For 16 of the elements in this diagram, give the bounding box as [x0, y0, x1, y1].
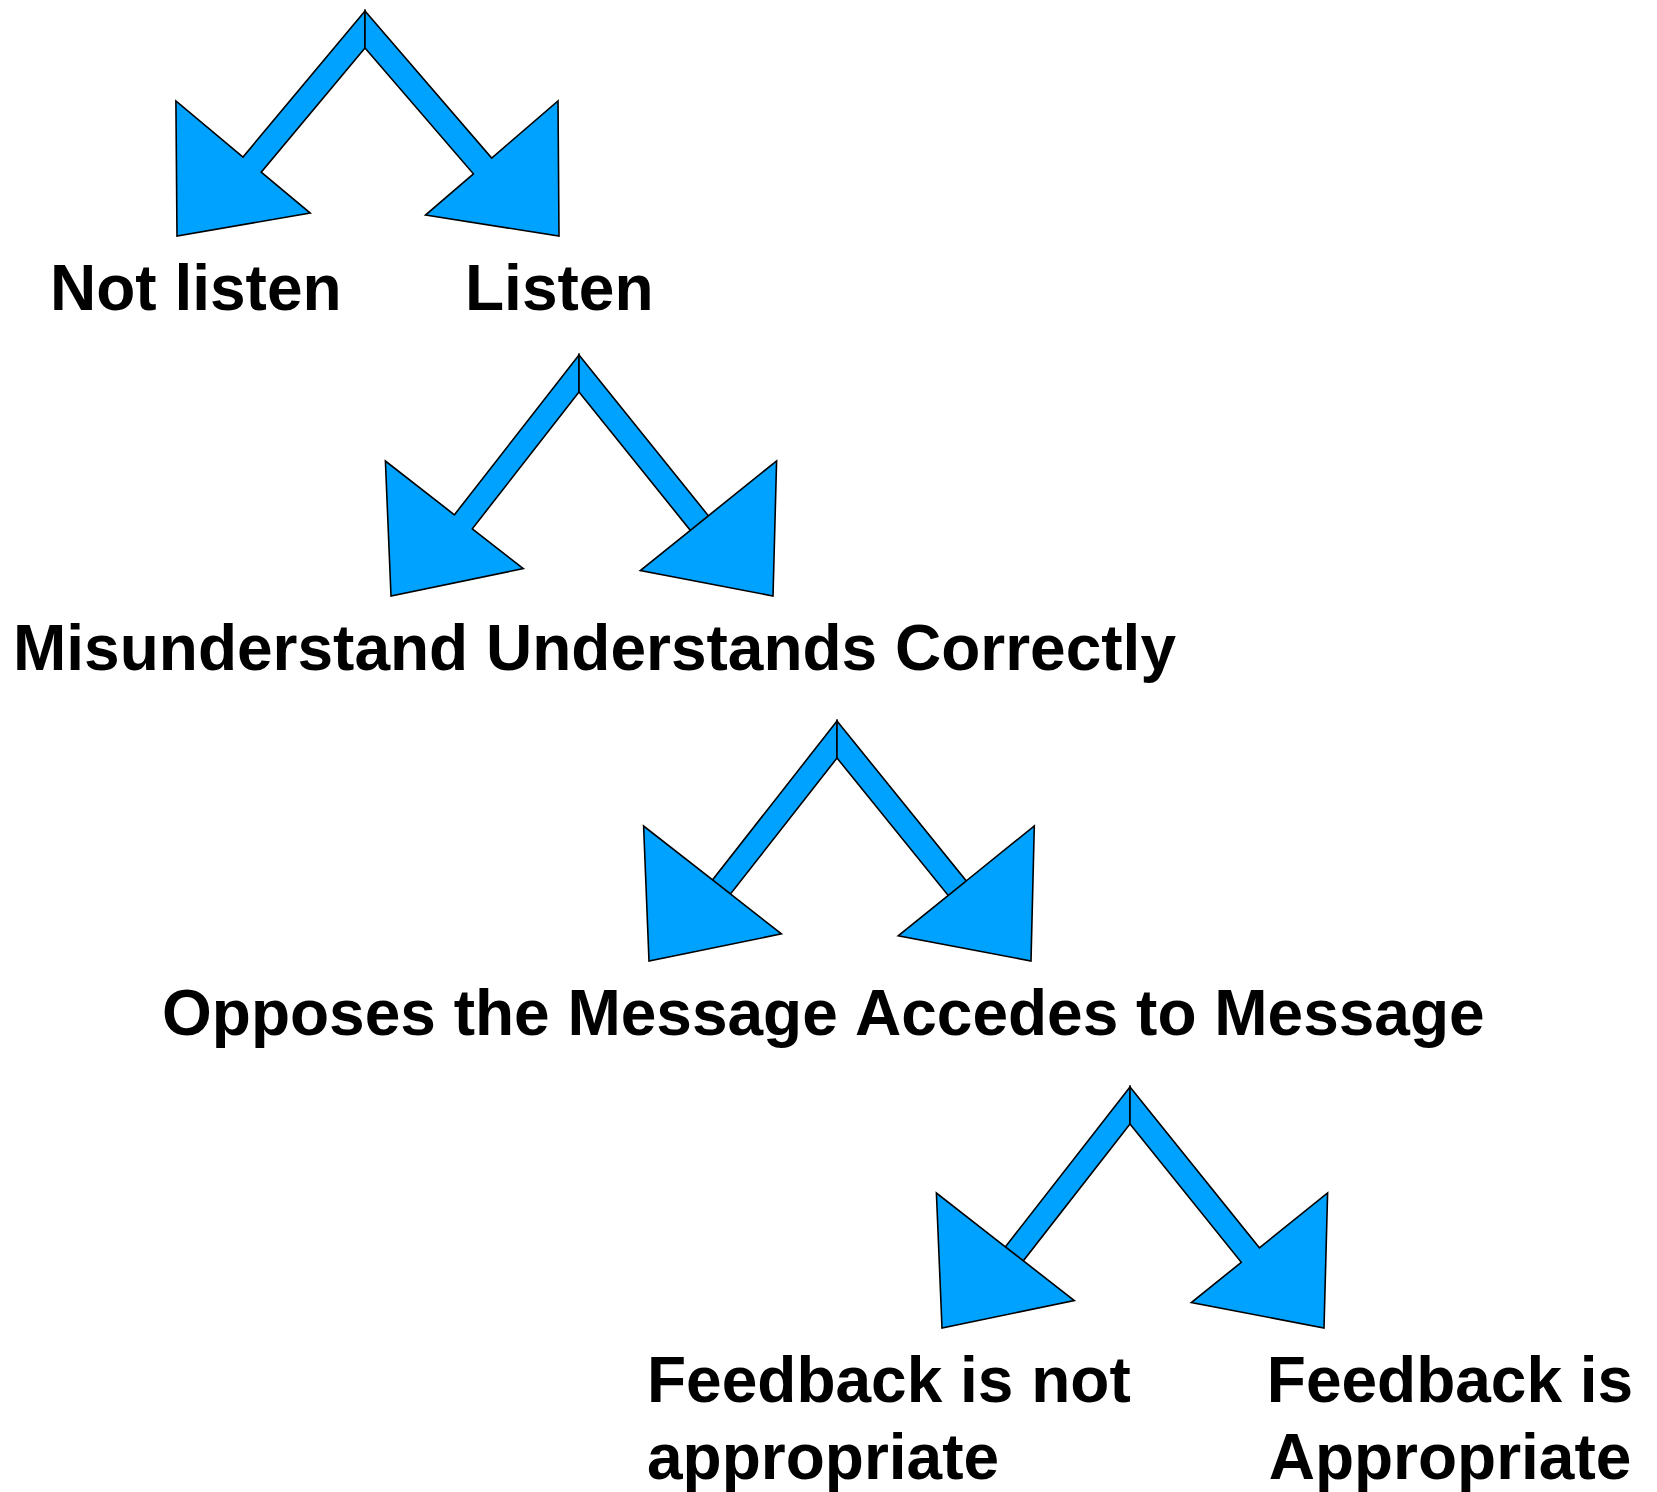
node-label: Accedes to Message	[855, 975, 1485, 1052]
arrow	[384, 352, 580, 597]
node-label: Feedback is not appropriate	[647, 1342, 1167, 1492]
node-label: Misunderstand	[13, 610, 469, 687]
arrow	[364, 8, 560, 237]
node-label: Not listen	[50, 250, 342, 327]
arrow	[836, 718, 1036, 962]
arrow	[1129, 1084, 1329, 1329]
arrow	[642, 718, 838, 962]
node-label: Opposes the Message	[162, 975, 838, 1052]
arrow	[935, 1084, 1131, 1329]
node-label: Understands Correctly	[486, 610, 1176, 687]
arrow	[578, 352, 778, 597]
node-label: Feedback is Appropriate	[1250, 1342, 1650, 1492]
node-label: Listen	[465, 250, 654, 327]
arrow	[175, 8, 366, 237]
